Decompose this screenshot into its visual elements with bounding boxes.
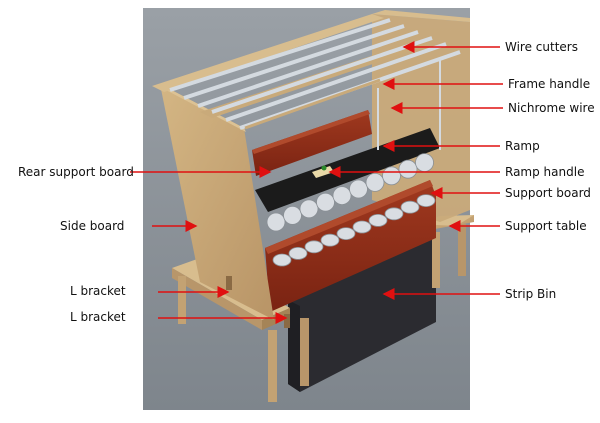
sphere-cup (266, 212, 286, 232)
callout-arrows (130, 41, 503, 324)
label-wire-cutters: Wire cutters (505, 40, 578, 54)
label-l-bracket-2: L bracket (70, 310, 126, 324)
front-cup (304, 240, 324, 254)
sphere-cup (283, 205, 302, 225)
front-cup (400, 200, 420, 214)
label-support-board: Support board (505, 186, 591, 200)
strip-bin-shape (288, 232, 436, 392)
label-support-table: Support table (505, 219, 587, 233)
front-cup (336, 227, 356, 241)
wire-frame-shape (152, 14, 461, 150)
front-cup (272, 253, 292, 267)
sphere-cup (332, 186, 352, 206)
label-ramp-handle: Ramp handle (505, 165, 585, 179)
front-cup (288, 246, 308, 260)
label-rear-support-board: Rear support board (18, 165, 134, 179)
sphere-cup (398, 159, 418, 179)
label-strip-bin: Strip Bin (505, 287, 557, 301)
sphere-cup (415, 153, 434, 173)
label-l-bracket-1: L bracket (70, 284, 126, 298)
front-cup (352, 220, 372, 234)
label-side-board: Side board (60, 219, 125, 233)
sphere-cup (382, 166, 401, 186)
label-nichrome-wire: Nichrome wire (508, 101, 595, 115)
front-cup (416, 194, 436, 208)
label-frame-handle: Frame handle (508, 77, 591, 91)
front-cup (320, 233, 340, 247)
sphere-cup (299, 199, 319, 219)
cup-row-top (266, 153, 434, 232)
label-ramp: Ramp (505, 139, 540, 153)
sphere-cup (365, 172, 385, 192)
rear-support-board-shape (252, 110, 372, 176)
sphere-cup (316, 192, 335, 212)
sphere-cup (349, 179, 368, 199)
cup-row-front (272, 194, 436, 267)
front-cup (368, 213, 388, 227)
front-cup (384, 207, 404, 221)
